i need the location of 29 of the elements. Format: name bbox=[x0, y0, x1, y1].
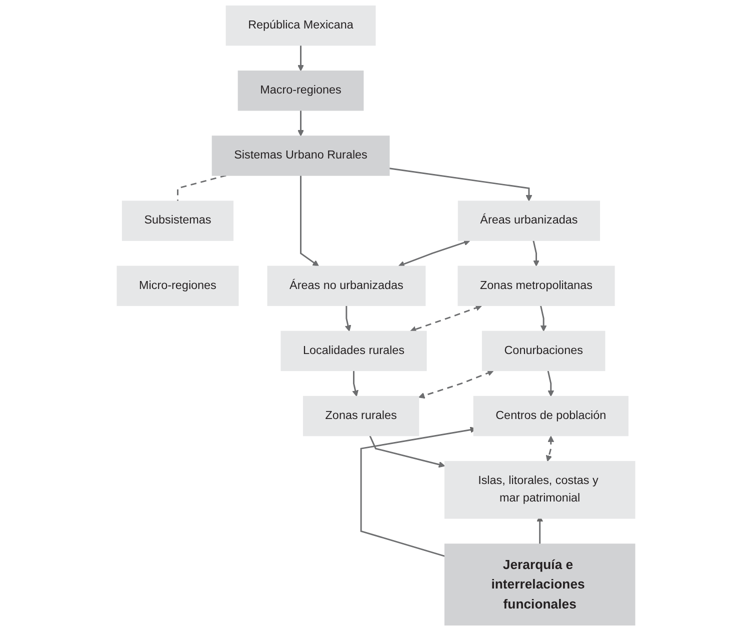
node-box: Áreas urbanizadas bbox=[458, 200, 600, 241]
node-box: Subsistemas bbox=[122, 200, 234, 241]
node-box: Islas, litorales, costas y mar patrimonial bbox=[444, 461, 636, 519]
arrow bbox=[298, 45, 304, 72]
node-box: Macro-regiones bbox=[238, 70, 364, 111]
node-box: Zonas rurales bbox=[303, 396, 420, 436]
arrow bbox=[298, 110, 304, 136]
node-box: Micro-regiones bbox=[116, 266, 239, 306]
arrow bbox=[344, 306, 352, 332]
arrow bbox=[547, 370, 554, 397]
node-box: Conurbaciones bbox=[482, 330, 606, 372]
arrow bbox=[352, 370, 358, 397]
node-box: Zonas metropolitanas bbox=[458, 266, 615, 306]
arrow bbox=[410, 304, 482, 332]
node-box: Jerarquía e interrelaciones funcionales bbox=[444, 544, 636, 626]
arrow bbox=[540, 305, 547, 332]
arrow bbox=[546, 436, 554, 462]
node-box: Áreas no urbanizadas bbox=[267, 266, 426, 306]
node-box: Localidades rurales bbox=[280, 330, 427, 372]
node-box: República Mexicana bbox=[226, 5, 376, 46]
node-box: Sistemas Urbano Rurales bbox=[212, 136, 390, 176]
arrow bbox=[369, 435, 446, 468]
arrow bbox=[418, 370, 494, 399]
arrow bbox=[532, 240, 540, 266]
arrow bbox=[389, 168, 532, 202]
connector bbox=[177, 174, 226, 202]
arrow bbox=[300, 175, 319, 266]
arrow bbox=[398, 239, 470, 268]
node-box: Centros de población bbox=[473, 396, 628, 436]
